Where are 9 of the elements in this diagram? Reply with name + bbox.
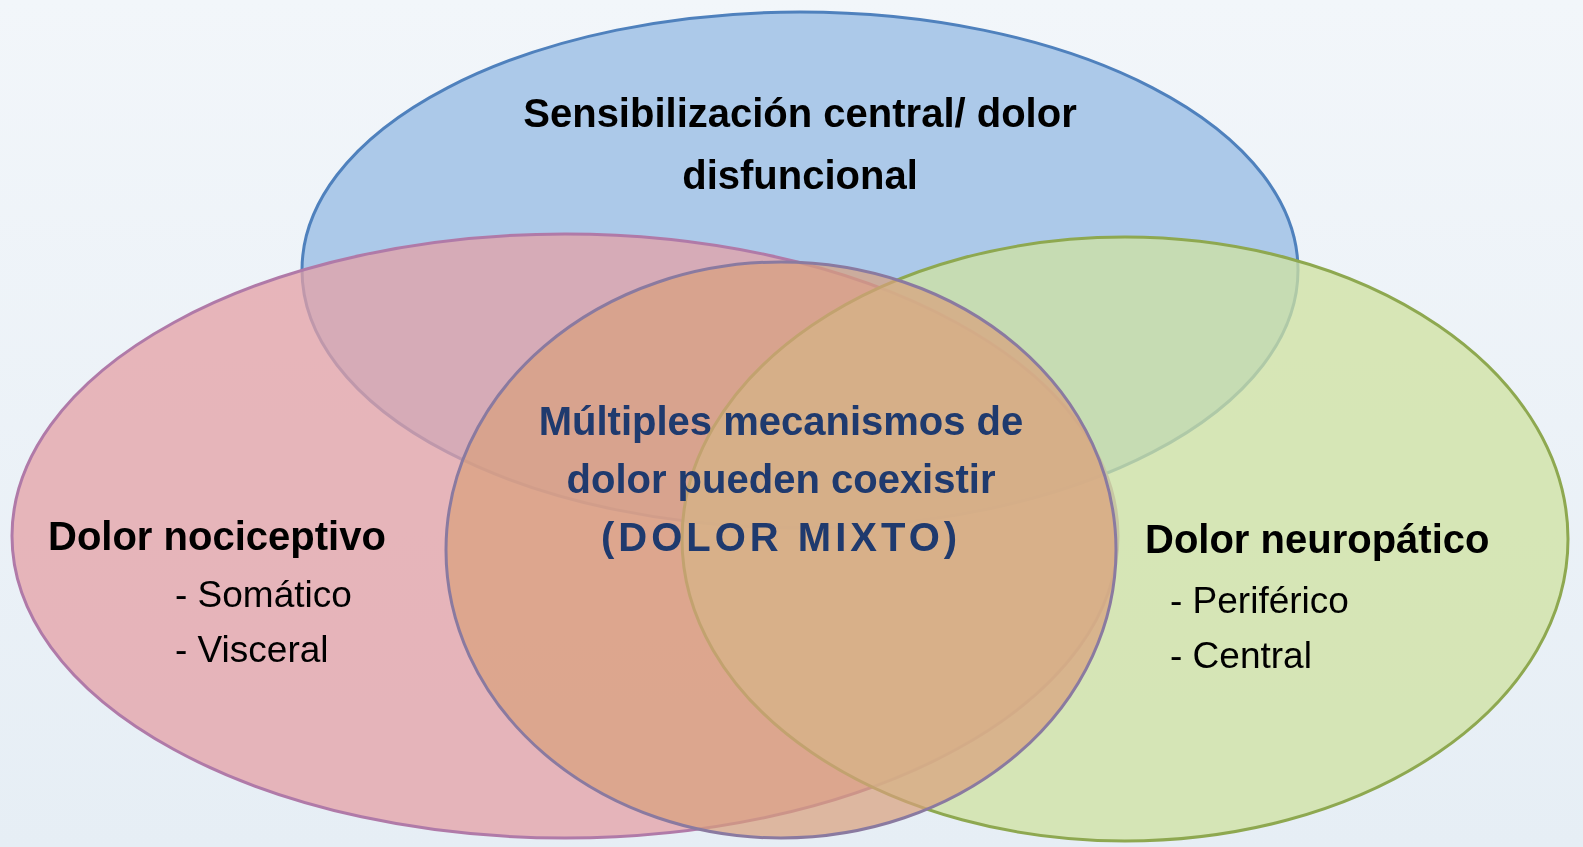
list-item: - Somático (175, 574, 352, 616)
set-title: Sensibilización central/ dolor disfuncional (522, 90, 1078, 199)
list-item: - Central (1170, 635, 1312, 677)
set-title: Dolor neuropático (1145, 517, 1490, 562)
center-label: Múltiples mecanismos de dolor pueden coexistir (537, 398, 1025, 503)
list-item: - Visceral (175, 629, 329, 671)
list-item: - Periférico (1170, 580, 1349, 622)
set-title: Dolor nociceptivo (48, 514, 386, 559)
center-label: (DOLOR MIXTO) (599, 514, 963, 561)
